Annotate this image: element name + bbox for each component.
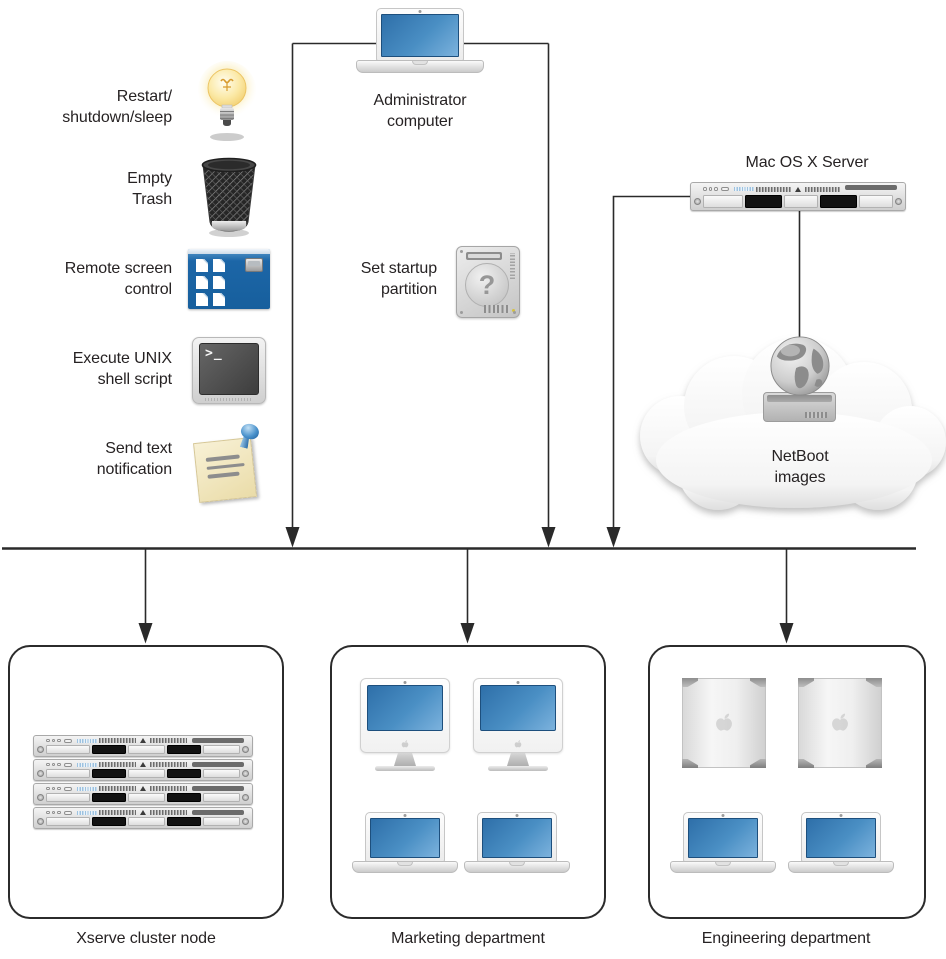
trash-icon — [201, 157, 257, 237]
netboot-drive-icon — [763, 392, 836, 422]
document-icons — [196, 259, 225, 308]
action-label-send-text: Send text notification — [96, 440, 172, 479]
action-label-shell-script: Execute UNIX shell script — [72, 350, 172, 389]
laptop-screen — [376, 8, 464, 61]
window-titlebar — [188, 249, 270, 254]
xserve-rack-icon — [33, 807, 253, 829]
remote-screen-icon — [188, 249, 270, 309]
xserve-rack-icon — [33, 759, 253, 781]
server-label: Mac OS X Server — [745, 154, 869, 171]
laptop-icon — [788, 812, 894, 873]
question-mark: ? — [478, 269, 496, 300]
xserve-rack-icon — [33, 783, 253, 805]
admin-computer-label: Administrator computer — [373, 92, 467, 131]
group-label-engineering: Engineering department — [701, 930, 871, 947]
xserve-rack-icon — [690, 182, 906, 211]
sticky-note-icon — [190, 421, 270, 506]
powermac-tower-icon — [682, 678, 766, 768]
xserve-rack-icon — [33, 735, 253, 757]
action-label-restart: Restart/ shutdown/sleep — [62, 88, 172, 127]
apple-logo-icon — [400, 739, 410, 749]
action-label-empty-trash: Empty Trash — [127, 170, 172, 209]
laptop-base — [356, 60, 484, 73]
netboot-cloud — [640, 338, 946, 510]
lightbulb-icon — [198, 61, 256, 141]
admin-laptop-icon — [356, 8, 484, 73]
group-box-xserve-cluster — [8, 645, 284, 919]
laptop-icon — [670, 812, 776, 873]
action-label-remote-screen: Remote screen control — [64, 260, 172, 299]
terminal-screen: >_ — [199, 343, 259, 395]
group-label-xserve-cluster: Xserve cluster node — [76, 930, 216, 947]
mini-display-icon — [245, 258, 263, 272]
group-label-marketing: Marketing department — [391, 930, 545, 947]
apple-logo-icon — [513, 739, 523, 749]
laptop-icon — [464, 812, 570, 873]
globe-icon — [770, 336, 830, 396]
terminal-icon: >_ — [192, 337, 266, 404]
startup-disk-icon: ? — [456, 246, 520, 318]
terminal-prompt: >_ — [205, 346, 223, 361]
set-startup-label: Set startup partition — [360, 260, 437, 299]
imac-icon — [473, 678, 563, 771]
apple-logo-icon — [712, 711, 736, 735]
laptop-icon — [352, 812, 458, 873]
imac-icon — [360, 678, 450, 771]
netboot-label: NetBoot images — [771, 448, 829, 487]
disk-platter: ? — [465, 263, 509, 307]
apple-logo-icon — [828, 711, 852, 735]
powermac-tower-icon — [798, 678, 882, 768]
